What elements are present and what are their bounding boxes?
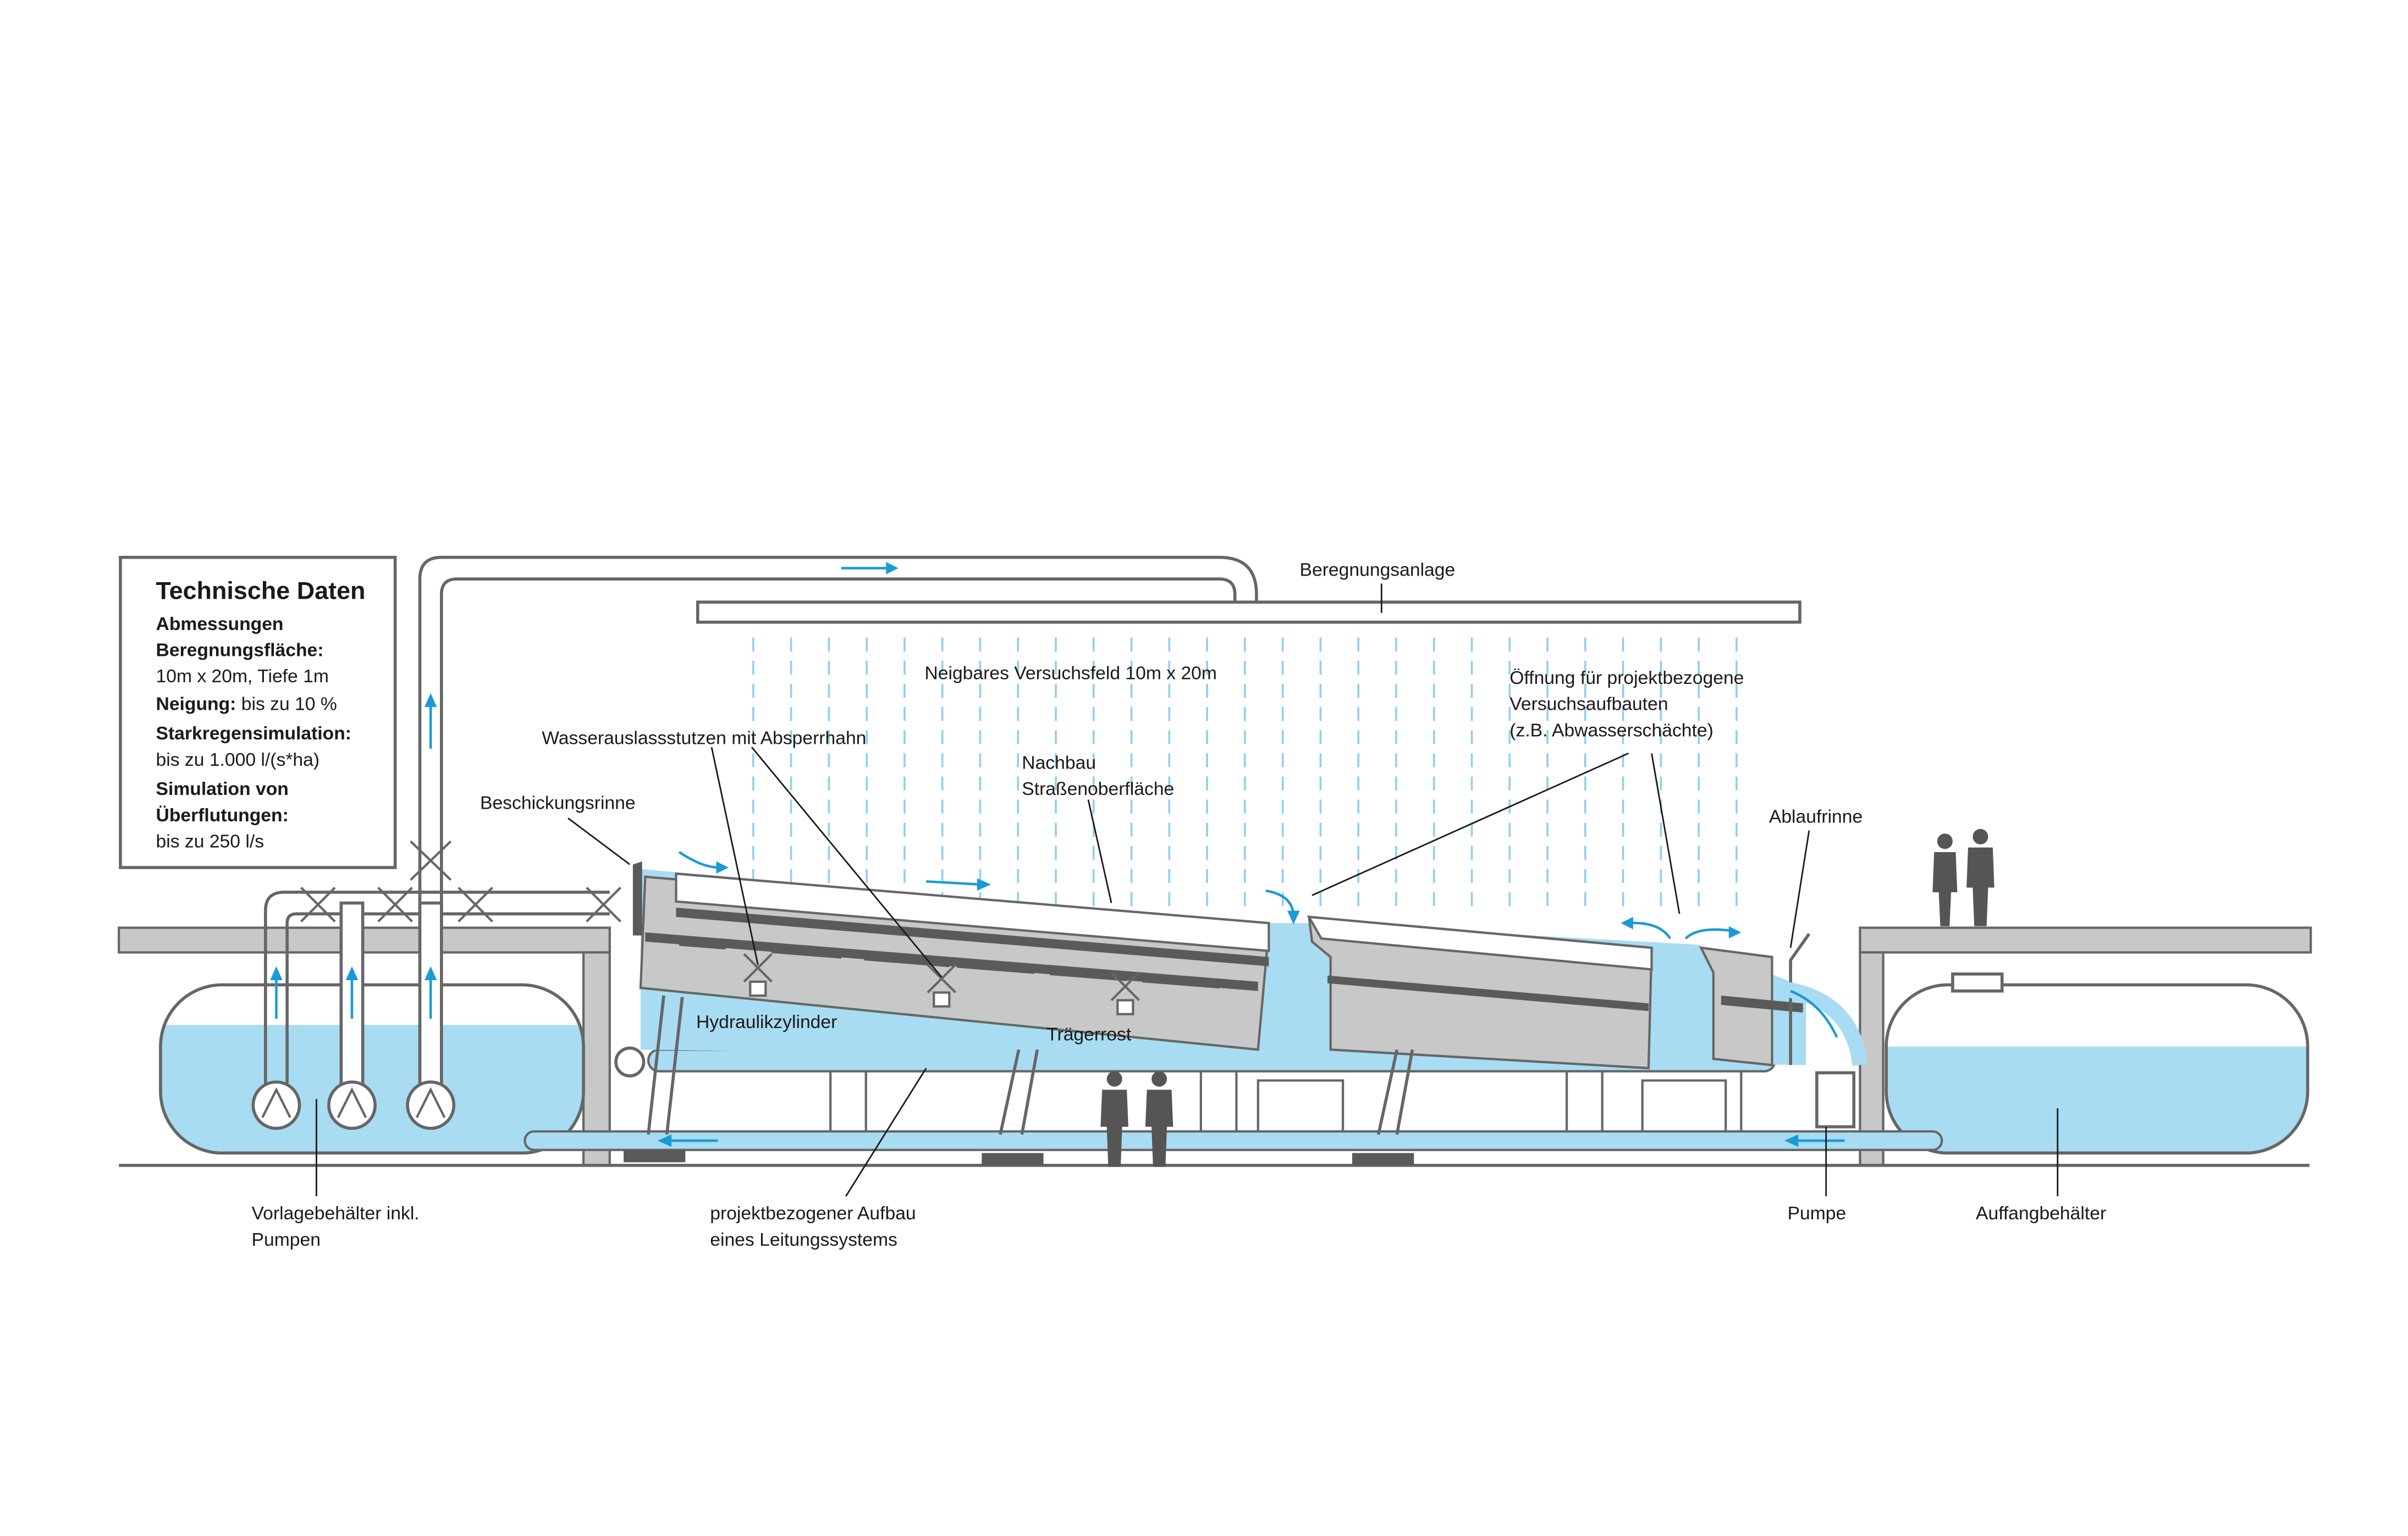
label-wasserauslass: Wasserauslassstutzen mit Absperrhahn [542, 728, 866, 748]
support-beam [864, 953, 950, 968]
tilting-test-field [614, 861, 1270, 1165]
support-beam [772, 945, 841, 959]
label-oeffnung: Öffnung für projektbezogene [1509, 668, 1744, 688]
collection-tank-right [1884, 972, 2310, 1155]
tech-line: Simulation von [156, 779, 289, 799]
tech-title: Technische Daten [156, 577, 366, 605]
outlet-channel [1699, 933, 1868, 1067]
return-pipe [524, 1130, 1943, 1151]
tech-line: Beregnungsfläche: [156, 640, 324, 660]
label-traegerrost: Trägerrost [1046, 1024, 1132, 1045]
tech-line: bis zu 1.000 l/(s*ha) [156, 750, 320, 770]
test-field-section-2 [1307, 915, 1653, 1165]
pump-right [1815, 1071, 1856, 1129]
label-oeffnung: Versuchsaufbauten [1509, 694, 1668, 715]
label-versuchsfeld: Neigbares Versuchsfeld 10m x 20m [924, 664, 1217, 684]
support-beam [1049, 967, 1127, 981]
label-vorlagebehaelter: Pumpen [252, 1230, 321, 1250]
supply-pipe [418, 556, 1258, 930]
right-platform [1859, 926, 2312, 954]
label-ablaufrinne: Ablaufrinne [1769, 807, 1863, 827]
label-oeffnung: (z.B. Abwasserschächte) [1509, 720, 1713, 741]
tech-line: Abmessungen [156, 614, 284, 634]
technical-data-box: Technische Daten Abmessungen Beregnungsf… [119, 556, 397, 869]
label-nachbau: Straßenoberfläche [1022, 779, 1174, 799]
label-hydraulikzylinder: Hydraulikzylinder [696, 1012, 837, 1032]
label-vorlagebehaelter: Vorlagebehälter inkl. [252, 1203, 420, 1224]
label-pumpe: Pumpe [1788, 1203, 1847, 1224]
pump-icon [251, 1080, 301, 1130]
leader-lines [316, 583, 2059, 1197]
tech-line: Neigung: bis zu 10 % [156, 694, 337, 715]
pump-icon [406, 1080, 456, 1130]
tech-line: 10m x 20m, Tiefe 1m [156, 666, 329, 687]
label-leitungssystem: projektbezogener Aufbau [710, 1203, 916, 1224]
tech-line: Starkregensimulation: [156, 723, 352, 744]
valve-icon [300, 840, 621, 922]
support-beam [679, 938, 726, 950]
pump-icon [327, 1080, 377, 1130]
label-beregnungsanlage: Beregnungsanlage [1300, 560, 1456, 581]
label-nachbau: Nachbau [1022, 753, 1096, 773]
label-leitungssystem: eines Leitungssystems [710, 1230, 897, 1250]
support-beam [957, 960, 1034, 974]
support-beam [1142, 974, 1220, 989]
tech-line: Überflutungen: [156, 805, 289, 826]
tech-line: bis zu 250 l/s [156, 832, 265, 852]
label-beschickungsrinne: Beschickungsrinne [480, 793, 636, 813]
storage-tank-left [159, 983, 585, 1155]
sprinkler-bar [696, 600, 1801, 624]
pump-pipes [251, 840, 621, 1130]
label-auffangbehaelter: Auffangbehälter [1976, 1203, 2106, 1224]
people [1100, 828, 1994, 1167]
left-wall [582, 951, 611, 1167]
